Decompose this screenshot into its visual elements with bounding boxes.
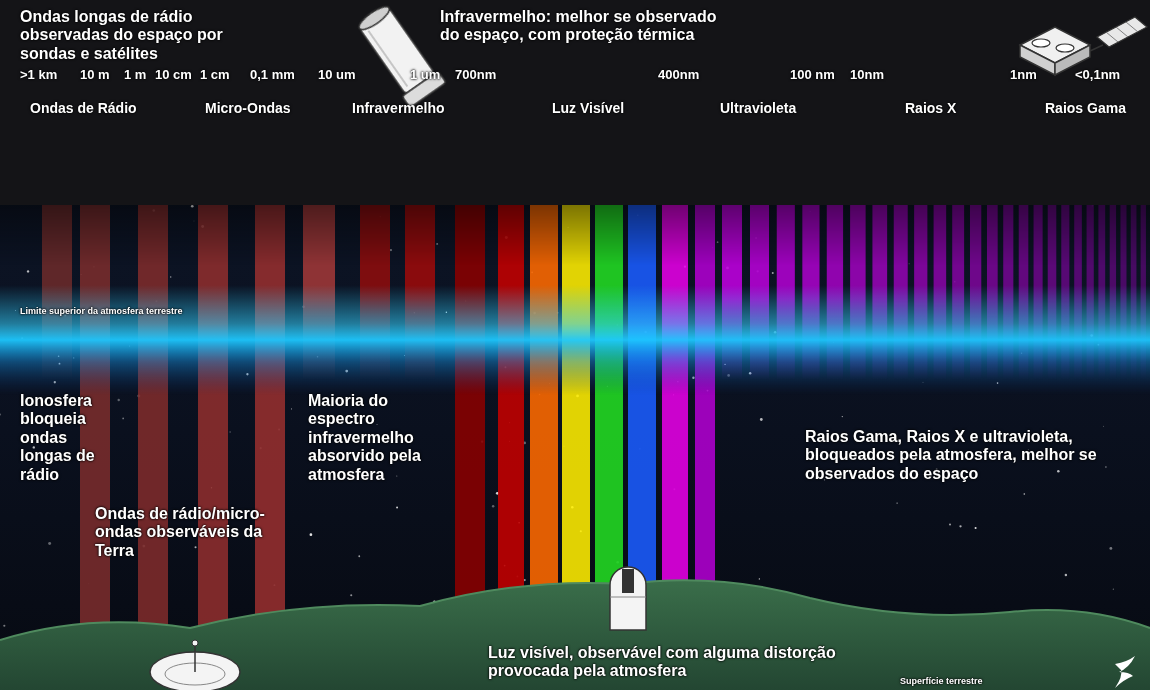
wavelength-tick: 10 um	[318, 68, 356, 83]
visible-window-note: Luz visível, observável com alguma disto…	[488, 644, 848, 681]
spectrum-band	[138, 205, 168, 680]
band-top-shade	[0, 205, 1150, 265]
star	[842, 416, 843, 417]
wavelength-tick: 400nm	[658, 68, 699, 83]
high-energy-note: Raios Gama, Raios X e ultravioleta, bloq…	[805, 428, 1130, 483]
star	[1057, 470, 1060, 473]
star	[170, 276, 171, 277]
atmosphere-limit: Limite superior da atmosfera terrestre	[20, 306, 183, 316]
star	[27, 270, 29, 272]
star	[949, 524, 951, 526]
band-name: Infravermelho	[352, 100, 445, 116]
band-name: Ondas de Rádio	[30, 100, 137, 116]
observatory-icon	[610, 567, 646, 630]
wavelength-tick: >1 km	[20, 68, 57, 83]
spectrum-band	[198, 205, 228, 680]
wavelength-tick: 1nm	[1010, 68, 1037, 83]
star	[1102, 425, 1104, 427]
star	[975, 527, 977, 529]
star	[358, 555, 360, 557]
star	[1109, 547, 1112, 550]
wavelength-tick: 0,1 mm	[250, 68, 295, 83]
star	[350, 594, 352, 596]
radio-window-note: Ondas de rádio/micro-ondas observáveis d…	[95, 505, 300, 560]
wavelength-tick: 10 cm	[155, 68, 192, 83]
surface-label: Superfície terrestre	[900, 676, 983, 686]
wavelength-tick: 1 um	[410, 68, 440, 83]
band-name: Micro-Ondas	[205, 100, 291, 116]
star	[772, 272, 774, 274]
wavelength-tick: 100 nm	[790, 68, 835, 83]
star	[0, 414, 1, 416]
band-name: Ultravioleta	[720, 100, 796, 116]
wavelength-tick: 1 cm	[200, 68, 230, 83]
ionosphere-note: Ionosfera bloqueia ondas longas de rádio	[20, 392, 108, 484]
star	[1113, 589, 1114, 590]
wavelength-tick: <0,1nm	[1075, 68, 1120, 83]
star	[195, 546, 197, 548]
star	[122, 418, 124, 420]
star	[229, 431, 230, 432]
star	[396, 507, 398, 509]
star	[376, 423, 378, 425]
band-name: Raios Gama	[1045, 100, 1126, 116]
header-band	[0, 0, 1150, 205]
star	[1024, 493, 1026, 495]
logo-mark	[1115, 656, 1135, 688]
star	[3, 625, 5, 627]
star	[1105, 466, 1107, 468]
band-name: Luz Visível	[552, 100, 624, 116]
infrared-note: Maioria do espectro infravermelho absorv…	[308, 392, 448, 484]
spectrum-band	[80, 205, 110, 680]
star	[492, 505, 494, 507]
satellite-icon	[1020, 17, 1147, 75]
spectrum-band	[255, 205, 285, 680]
wavelength-tick: 10 m	[80, 68, 110, 83]
star	[1065, 574, 1067, 576]
header-note: Ondas longas de rádio observadas do espa…	[20, 8, 270, 63]
ground-edge	[0, 580, 1150, 640]
star	[396, 476, 397, 477]
star	[760, 418, 763, 421]
star	[291, 408, 292, 409]
ir-telescope-icon	[353, 1, 446, 108]
star	[959, 525, 961, 527]
star	[759, 578, 760, 579]
radio-dish-icon	[150, 640, 240, 690]
star	[117, 399, 119, 401]
wavelength-tick: 700nm	[455, 68, 496, 83]
header-note: Infravermelho: melhor se observado do es…	[440, 8, 720, 45]
atmosphere-glow	[0, 285, 1150, 395]
star	[48, 542, 51, 545]
star	[310, 533, 313, 536]
star	[896, 502, 897, 503]
wavelength-tick: 10nm	[850, 68, 884, 83]
wavelength-tick: 1 m	[124, 68, 146, 83]
band-name: Raios X	[905, 100, 956, 116]
